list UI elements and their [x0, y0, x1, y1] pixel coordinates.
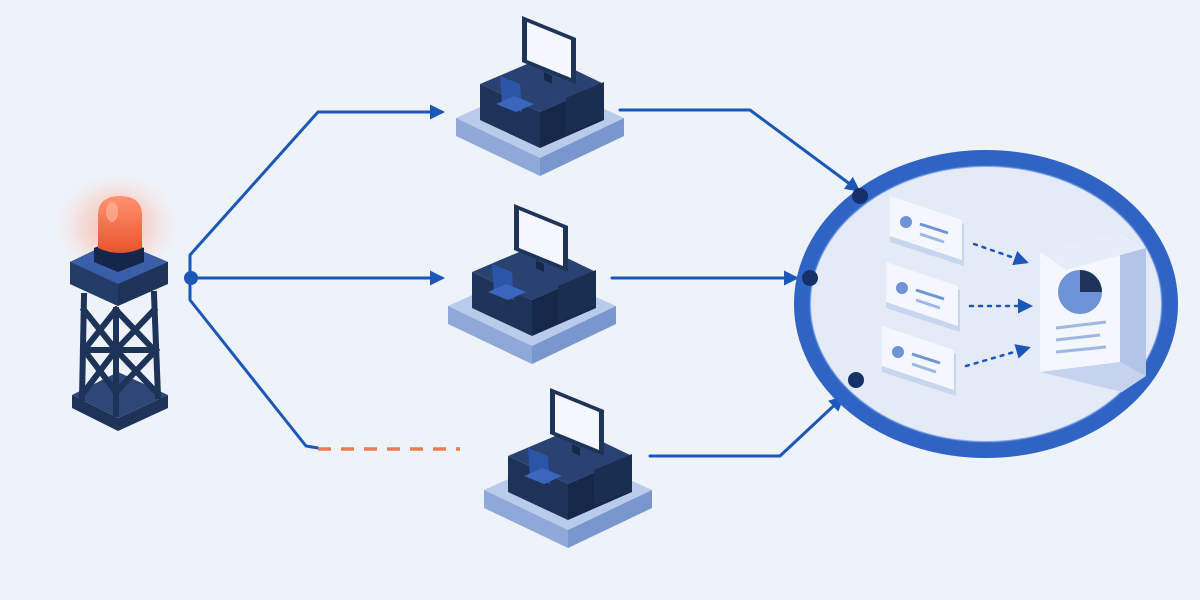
- workstation-bottom: [484, 388, 652, 548]
- link-ws-bottom-to-hub: [648, 395, 845, 458]
- link-source-to-ws-top: [188, 104, 445, 278]
- record-card: [886, 262, 960, 332]
- pie-chart-report-icon: [1040, 232, 1146, 392]
- tower-lattice: [78, 290, 162, 417]
- hub-node-top: [852, 188, 868, 204]
- beacon-light: [98, 196, 142, 253]
- connector-lines: [188, 104, 861, 458]
- link-source-to-ws-bottom: [188, 278, 320, 450]
- alert-beacon-tower-icon: [57, 174, 177, 431]
- hub-node-middle: [802, 270, 818, 286]
- tower-base: [72, 395, 168, 431]
- junction-node: [184, 271, 198, 285]
- record-card: [882, 326, 956, 396]
- record-card: [890, 196, 964, 266]
- record-flow-arrows: [964, 242, 1033, 368]
- hub-node-bottom: [848, 372, 864, 388]
- link-ws-top-to-hub: [618, 108, 861, 192]
- aggregation-ring-icon: [794, 150, 1178, 458]
- workstation-top: [456, 16, 624, 176]
- workstation-middle: [448, 204, 616, 364]
